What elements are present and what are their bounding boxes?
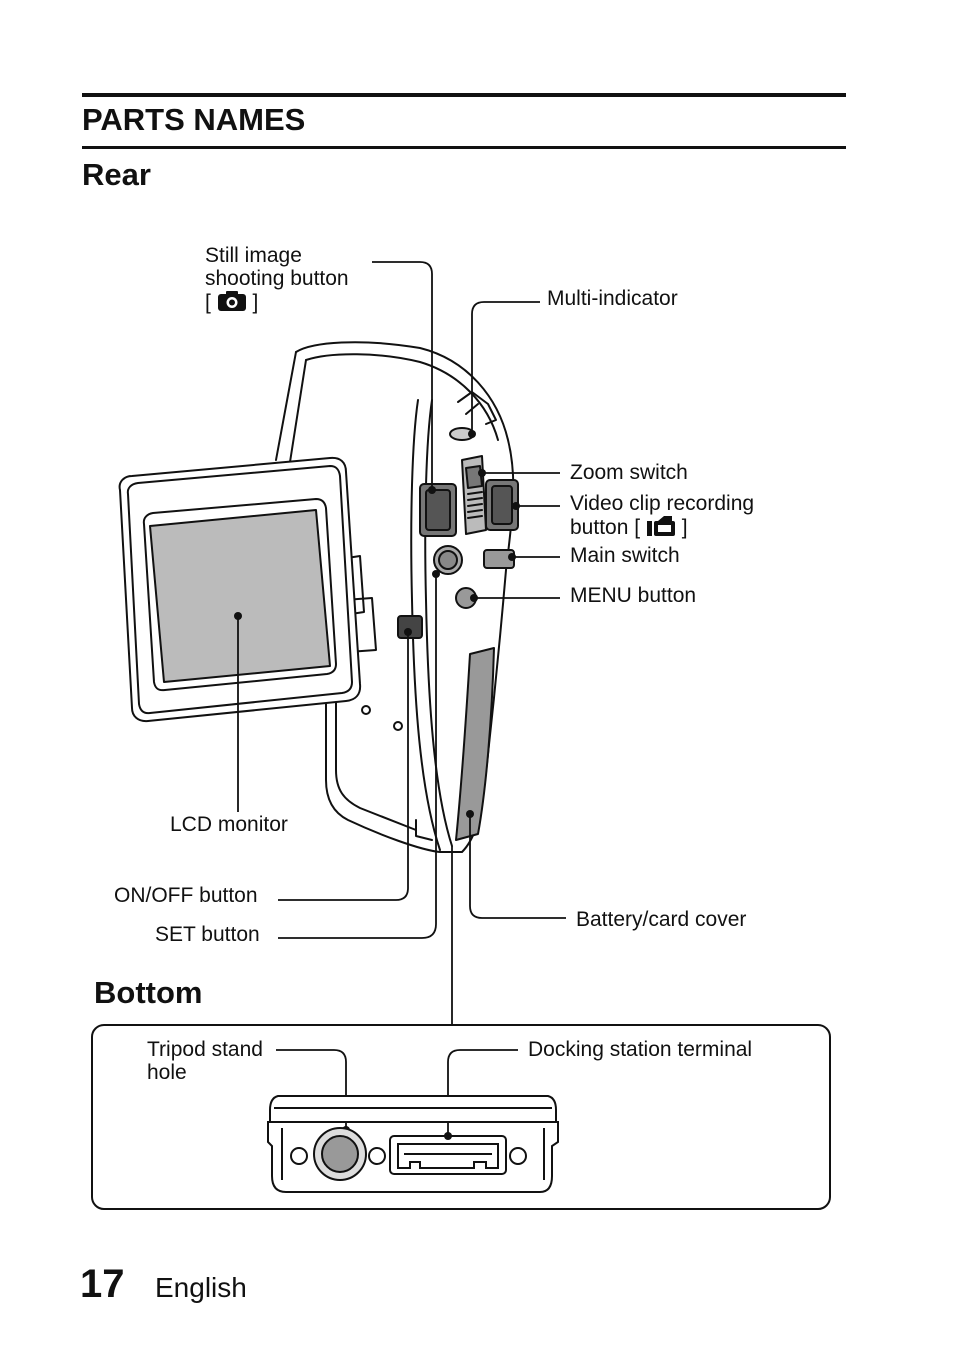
page-language: English (155, 1272, 247, 1303)
label-still-image-line1: Still image (205, 244, 302, 267)
label-video-clip-line1: Video clip recording (570, 492, 755, 515)
video-clip-prefix: button [ (570, 516, 641, 539)
title-rule (82, 146, 846, 149)
label-menu-button: MENU button (570, 584, 697, 607)
section-heading-rear: Rear (82, 157, 151, 192)
label-battery-card-cover: Battery/card cover (576, 908, 747, 931)
label-video-clip-line2: button [ ] (570, 515, 688, 542)
label-on-off-button: ON/OFF button (114, 884, 258, 907)
video-camera-icon (646, 515, 676, 542)
video-clip-suffix: ] (681, 516, 688, 539)
label-main-switch: Main switch (570, 544, 680, 567)
label-still-image-line2: shooting button (205, 267, 349, 290)
label-zoom-switch: Zoom switch (570, 461, 688, 484)
section-heading-bottom: Bottom (94, 975, 203, 1010)
page-number: 17 (80, 1262, 125, 1306)
label-multi-indicator: Multi-indicator (547, 287, 678, 310)
label-set-button: SET button (155, 923, 260, 946)
camera-icon (217, 290, 247, 317)
label-docking-terminal: Docking station terminal (528, 1038, 753, 1061)
label-lcd-monitor: LCD monitor (170, 813, 288, 836)
bracket-close: ] (252, 291, 259, 314)
top-rule (82, 93, 846, 97)
page-title: PARTS NAMES (82, 102, 306, 137)
bracket-open: [ (205, 291, 211, 314)
label-tripod-line1: Tripod stand (147, 1038, 263, 1061)
label-tripod-line2: hole (147, 1061, 187, 1084)
label-still-image-icon-row: [ ] (205, 290, 258, 317)
